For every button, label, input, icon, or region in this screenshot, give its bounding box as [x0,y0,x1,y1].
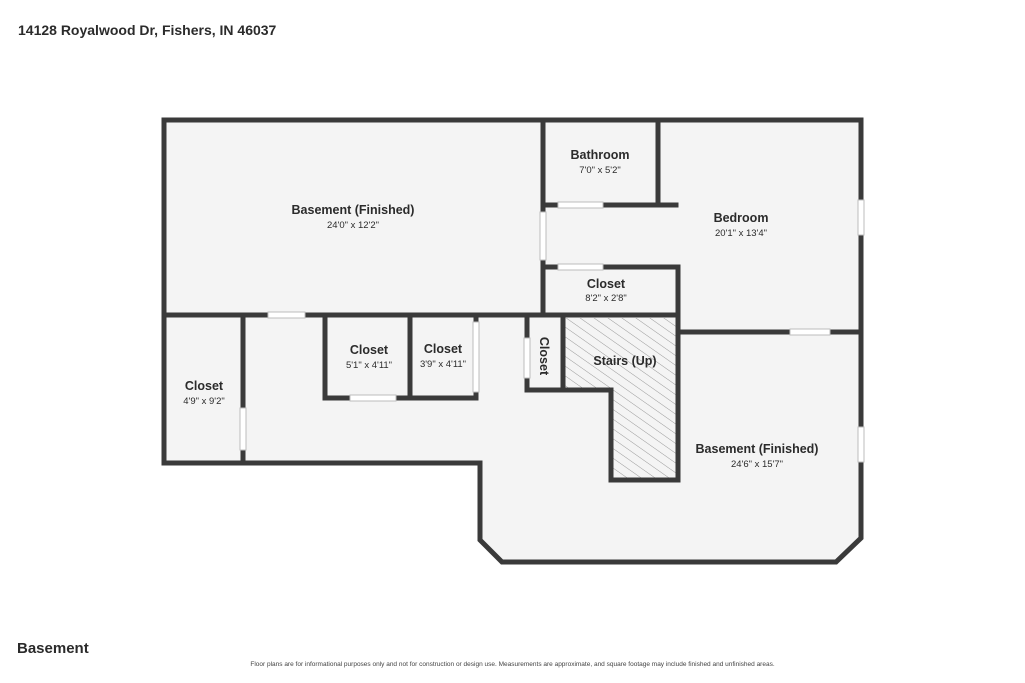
room-name-closet-mid1: Closet [350,343,389,357]
stairs-area [565,318,678,480]
room-dims-bathroom: 7'0" x 5'2" [579,165,621,176]
room-name-stairs: Stairs (Up) [593,354,656,368]
room-dims-basement-lower: 24'6" x 15'7" [731,459,783,470]
room-name-closet-upper: Closet [587,277,626,291]
room-name-bathroom: Bathroom [570,148,629,162]
floor-name: Basement [17,640,89,657]
disclaimer-text: Floor plans are for informational purpos… [250,661,775,668]
openings [239,199,865,463]
room-name-bedroom: Bedroom [714,211,769,225]
room-name-closet-small: Closet [537,337,551,376]
room-dims-closet-mid2: 3'9" x 4'11" [420,359,466,370]
room-dims-closet-upper: 8'2" x 2'8" [585,293,627,304]
property-address: 14128 Royalwood Dr, Fishers, IN 46037 [18,22,277,38]
room-dims-basement-main: 24'0" x 12'2" [327,220,379,231]
room-name-closet-mid2: Closet [424,342,463,356]
room-name-basement-main: Basement (Finished) [292,203,415,217]
exterior-wall [161,117,864,565]
room-dims-closet-mid1: 5'1" x 4'11" [346,360,392,371]
room-name-closet-left: Closet [185,379,224,393]
room-name-basement-lower: Basement (Finished) [696,442,819,456]
room-dims-closet-left: 4'9" x 9'2" [183,396,225,407]
floor-area [164,120,861,562]
room-dims-bedroom: 20'1" x 13'4" [715,228,767,239]
